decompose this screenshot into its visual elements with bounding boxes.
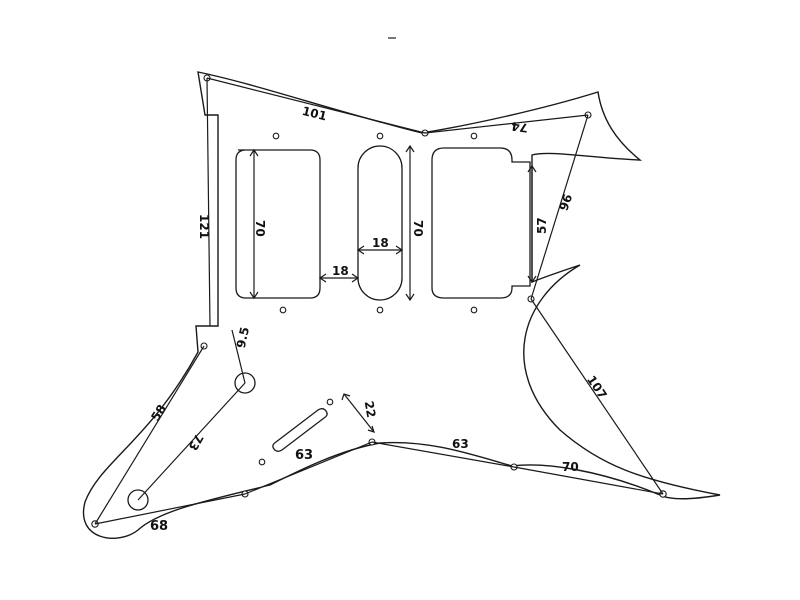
- label-68: 68: [150, 519, 168, 534]
- label-63-left: 63: [295, 448, 313, 463]
- dim-arrows-gap-18: [318, 273, 360, 283]
- dim-line-68: [94, 493, 246, 525]
- dim-line-96: [530, 114, 589, 300]
- dim-line-9-5: [231, 329, 246, 384]
- screw-hole-top-2: [376, 132, 384, 140]
- screw-hole-top-1: [272, 132, 280, 140]
- dim-line-70-lower: [513, 466, 664, 495]
- dim-arrows-width-18: [356, 245, 404, 255]
- screw-hole-switch-small: [326, 398, 334, 406]
- dim-line-74: [424, 114, 589, 134]
- label-121: 121: [197, 214, 211, 239]
- label-neck-70: 70: [253, 220, 267, 237]
- bridge-pickup-cutout: [431, 147, 531, 299]
- dim-line-121: [206, 77, 211, 327]
- label-101: 101: [301, 104, 329, 124]
- dim-line-63-right: [371, 441, 515, 468]
- dim-line-58: [94, 345, 205, 525]
- dim-arrows-22: [341, 393, 375, 433]
- neck-pickup-cutout: [235, 149, 321, 299]
- control-hole-lower: [127, 489, 149, 511]
- dim-arrows-57: [527, 164, 537, 284]
- control-hole-large: [234, 372, 256, 394]
- label-57: 57: [535, 217, 549, 234]
- label-70-lower: 70: [562, 460, 579, 474]
- label-gap-18: 18: [332, 264, 349, 278]
- dim-line-73: [137, 382, 246, 501]
- label-107: 107: [584, 373, 610, 402]
- label-22: 22: [362, 400, 379, 419]
- screw-hole-bottom-2: [376, 306, 384, 314]
- screw-hole-switch-lower: [258, 458, 266, 466]
- middle-pickup-cutout: [357, 145, 403, 301]
- pickguard-outline: [82, 71, 721, 539]
- label-9-5: 9.5: [234, 326, 252, 350]
- dim-line-107: [530, 298, 664, 495]
- dim-arrows-neck-70: [249, 148, 259, 300]
- label-63-right: 63: [452, 437, 469, 451]
- label-74: 74: [510, 119, 528, 135]
- dim-line-22: [343, 393, 375, 433]
- screw-hole-bottom-3: [470, 306, 478, 314]
- label-73: 73: [186, 432, 206, 453]
- dim-line-101: [206, 77, 426, 134]
- screw-hole-top-3: [470, 132, 478, 140]
- label-middle-70: 70: [411, 220, 425, 237]
- label-96: 96: [556, 192, 575, 212]
- label-width-18: 18: [372, 236, 389, 250]
- dim-line-68-cont: [244, 441, 373, 495]
- switch-slot: [272, 408, 328, 452]
- dim-arrows-middle-70: [405, 144, 415, 302]
- screw-hole-bottom-1: [279, 306, 287, 314]
